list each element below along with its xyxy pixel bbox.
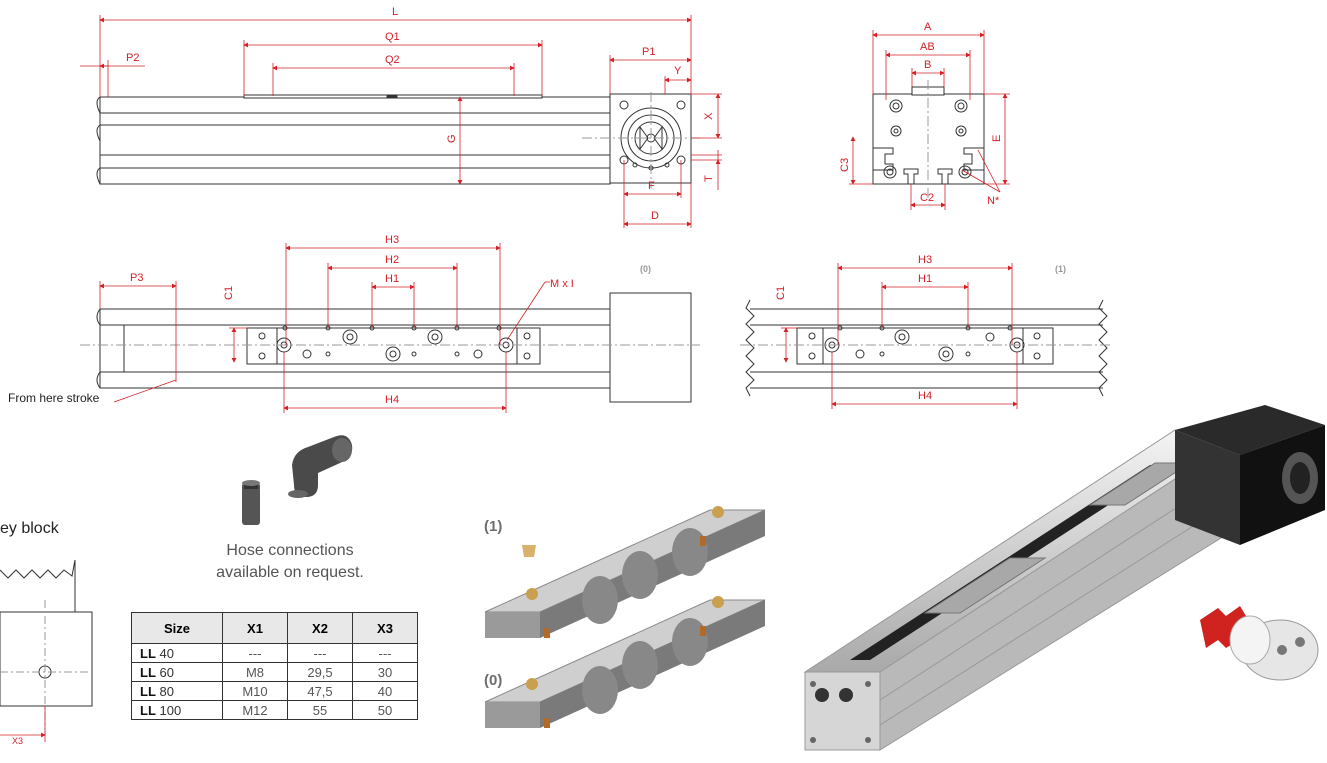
dim-H1-a: H1 [385, 273, 399, 285]
x3-cell: 30 [352, 662, 418, 682]
pulley-block-drawing [0, 559, 93, 735]
dim-H4-b: H4 [918, 390, 932, 402]
dim-H3-b: H3 [918, 254, 932, 266]
x2-cell: 47,5 [287, 681, 353, 701]
carriage-photo-variant-1 [484, 506, 766, 638]
coupling-illustration [1200, 606, 1319, 681]
table-row: LL 80 M10 47,5 40 [131, 681, 418, 701]
linear-axis-3d-illustration [803, 405, 1325, 751]
hose-caption: Hose connections available on request. [180, 540, 400, 584]
x3-cell: 50 [352, 700, 418, 720]
x1-cell: M12 [222, 700, 288, 720]
size-cell: LL 40 [131, 643, 223, 663]
dim-Y: Y [674, 65, 682, 77]
dim-B: B [924, 59, 931, 71]
top-view-variant-1 [740, 299, 1110, 397]
dimension-labels-variant-0: P3 H3 H2 H1 H4 C1 M x I (0) [130, 234, 651, 406]
header-x2: X2 [287, 612, 353, 644]
dim-X: X [703, 112, 715, 120]
table-row: LL 40 --- --- --- [131, 643, 418, 663]
dim-H4-a: H4 [385, 394, 399, 406]
dim-P3: P3 [130, 272, 143, 284]
dim-P1: P1 [642, 46, 655, 58]
header-x3: X3 [352, 612, 418, 644]
dim-D: D [651, 210, 659, 222]
x1-cell: --- [222, 643, 288, 663]
size-cell: LL 100 [131, 700, 223, 720]
table-row: LL 60 M8 29,5 30 [131, 662, 418, 682]
hose-caption-line2: available on request. [216, 564, 364, 581]
dimension-labels-end: A AB B E C3 C2 N* [839, 21, 1003, 207]
dim-C2: C2 [920, 192, 934, 204]
dimension-lines-top [80, 15, 722, 228]
size-cell: LL 80 [131, 681, 223, 701]
size-table: Size X1 X2 X3 LL 40 --- --- --- LL 60 M8… [131, 612, 418, 720]
x2-cell: 29,5 [287, 662, 353, 682]
x1-cell: M8 [222, 662, 288, 682]
hose-fittings-illustration [242, 435, 353, 525]
dimension-lines-variant-1 [781, 263, 1018, 409]
dim-Q2: Q2 [385, 54, 400, 66]
dim-MxI: M x I [550, 278, 574, 290]
dim-C1-a: C1 [223, 286, 235, 300]
dim-H2: H2 [385, 254, 399, 266]
side-view-top [96, 92, 700, 188]
x2-cell: 55 [287, 700, 353, 720]
dim-G: G [446, 134, 458, 143]
header-x1: X1 [222, 612, 288, 644]
x1-cell: M10 [222, 681, 288, 701]
dim-L: L [392, 6, 398, 18]
size-table-header: Size X1 X2 X3 [131, 612, 418, 644]
variant-tag-0: (0) [640, 264, 651, 274]
pulley-dimension [0, 706, 46, 742]
end-view [872, 80, 985, 200]
stroke-start-label: From here stroke [8, 391, 100, 405]
x2-cell: --- [287, 643, 353, 663]
dim-N: N* [987, 195, 1000, 207]
hose-caption-line1: Hose connections [226, 542, 354, 559]
dimension-lines-end [849, 30, 1010, 210]
header-size: Size [131, 612, 223, 644]
dim-H3-a: H3 [385, 234, 399, 246]
dim-X3: X3 [12, 736, 23, 746]
table-row: LL 100 M12 55 50 [131, 700, 418, 720]
dimension-lines-variant-0 [99, 243, 550, 413]
dimension-labels-top: L Q1 Q2 P2 P1 Y X T G F D [126, 6, 715, 222]
dim-T: T [703, 175, 715, 182]
variant-tag-1: (1) [1055, 264, 1066, 274]
dimension-labels-variant-1: H3 H1 H4 C1 (1) [775, 254, 1066, 402]
dim-A: A [924, 21, 932, 33]
dim-C3: C3 [839, 158, 851, 172]
dim-H1-b: H1 [918, 273, 932, 285]
x3-cell: 40 [352, 681, 418, 701]
x3-cell: --- [352, 643, 418, 663]
dim-F: F [648, 180, 655, 192]
dim-E: E [991, 135, 1003, 142]
dim-Q1: Q1 [385, 31, 400, 43]
size-cell: LL 60 [131, 662, 223, 682]
dim-C1-b: C1 [775, 286, 787, 300]
dim-P2: P2 [126, 52, 139, 64]
photo-label-0: (0) [484, 672, 503, 689]
pulley-block-title: ey block [0, 520, 59, 537]
photo-label-1: (1) [484, 518, 503, 535]
dim-AB: AB [920, 41, 935, 53]
carriage-photo-variant-0 [484, 596, 766, 728]
top-view-variant-0 [80, 292, 700, 403]
